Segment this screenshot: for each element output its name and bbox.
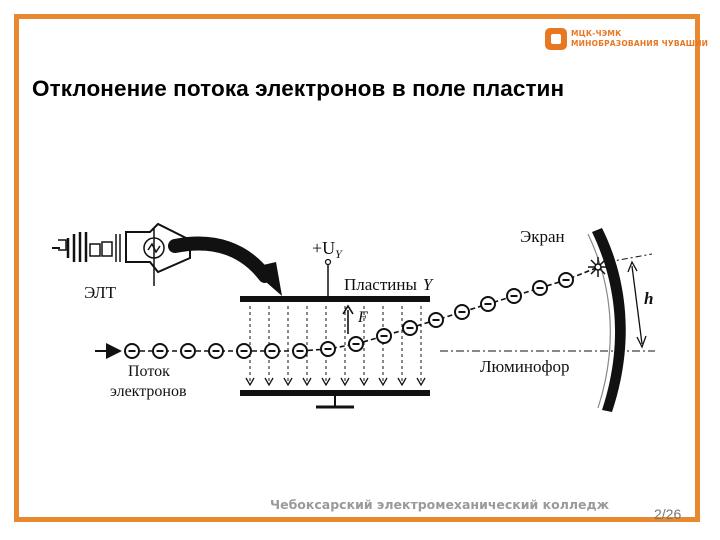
- stream-label-line-2: электронов: [110, 383, 187, 400]
- logo-text: МЦК-ЧЭМК МИНОБРАЗОВАНИЯ ЧУВАШИИ: [571, 29, 708, 49]
- field-line-arrow: [283, 377, 293, 387]
- field-line-arrow: [321, 377, 331, 387]
- electron-icon: [180, 343, 196, 359]
- electron-icon: [480, 296, 496, 312]
- phosphor-layer: [587, 233, 611, 409]
- electrons: [124, 272, 574, 359]
- slide-frame: [14, 14, 700, 522]
- footer-college-name: Чебоксарский электромеханический колледж: [270, 497, 610, 512]
- electron-icon: [558, 272, 574, 288]
- force-arrow: F: [342, 304, 368, 334]
- electron-icon: [428, 312, 444, 328]
- phosphor-label: Люминофор: [480, 357, 569, 376]
- curved-arrow: [168, 236, 272, 283]
- electron-icon: [208, 343, 224, 359]
- electron-icon: [454, 304, 470, 320]
- electron-icon: [532, 280, 548, 296]
- impact-spark-icon: [588, 257, 608, 277]
- screen: [592, 228, 626, 412]
- upper-plate: [240, 296, 430, 302]
- electron-icon: [506, 288, 522, 304]
- electron-icon: [402, 320, 418, 336]
- field-line-arrow: [416, 377, 426, 387]
- field-line-arrow: [397, 377, 407, 387]
- crt-label: ЭЛТ: [84, 283, 117, 302]
- logo-line-1: МЦК-ЧЭМК: [571, 29, 622, 38]
- stream-label-line-1: Поток: [128, 363, 170, 380]
- voltage-subscript: Y: [335, 247, 343, 261]
- field-line-arrow: [245, 377, 255, 387]
- crt-icon: [52, 222, 191, 286]
- electron-icon: [348, 336, 364, 352]
- logo-line-2: МИНОБРАЗОВАНИЯ ЧУВАШИИ: [571, 39, 709, 48]
- voltage-terminal: +UY: [312, 238, 343, 296]
- electron-icon: [236, 343, 252, 359]
- field-line-arrow: [264, 377, 274, 387]
- force-label: F: [357, 309, 368, 326]
- electron-icon: [124, 343, 140, 359]
- field-line-arrow: [302, 377, 312, 387]
- electron-icon: [152, 343, 168, 359]
- college-logo: МЦК-ЧЭМК МИНОБРАЗОВАНИЯ ЧУВАШИИ: [545, 28, 708, 50]
- voltage-label: +U: [312, 238, 335, 258]
- curved-arrow-head: [250, 262, 282, 296]
- field-lines: [245, 306, 426, 387]
- electron-icon: [376, 328, 392, 344]
- screen-label: Экран: [520, 227, 565, 246]
- electron-icon: [320, 341, 336, 357]
- field-line-arrow: [378, 377, 388, 387]
- field-line-arrow: [359, 377, 369, 387]
- lower-plate: [240, 390, 430, 396]
- deflection-label: h: [644, 289, 653, 308]
- logo-icon: [545, 28, 567, 50]
- ground-symbol: [316, 396, 354, 409]
- electron-icon: [264, 343, 280, 359]
- page-number: 2/26: [654, 506, 682, 522]
- deflection-marker: h: [607, 253, 653, 349]
- slide-title: Отклонение потока электронов в поле плас…: [32, 76, 565, 101]
- field-line-arrow: [340, 377, 350, 387]
- electron-icon: [292, 343, 308, 359]
- svg-text:+UY: +UY: [312, 238, 343, 261]
